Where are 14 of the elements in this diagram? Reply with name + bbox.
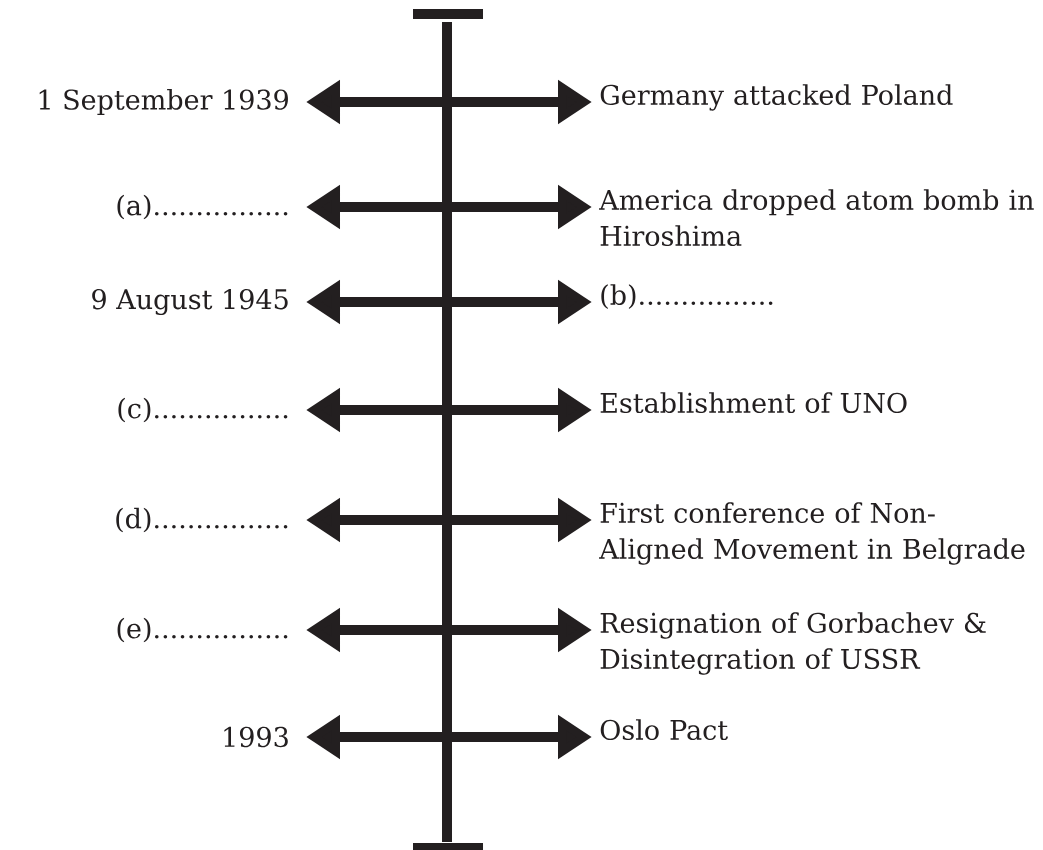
- event-label: Germany attacked Poland: [600, 84, 953, 111]
- date-label: (d)................: [116, 507, 288, 533]
- event-label: First conference of Non-Aligned Movement in Belgrade: [599, 502, 1025, 565]
- date-label: (a)................: [117, 194, 288, 220]
- event-label: (b)................: [601, 284, 773, 309]
- event-label: Resignation of Gorbachev & Disintegration of USSR: [600, 612, 986, 675]
- date-label: (c)................: [118, 397, 288, 423]
- event-label: Establishment of UNO: [600, 392, 907, 414]
- date-label: (e)................: [117, 617, 288, 643]
- event-label: Oslo Pact: [600, 719, 728, 741]
- date-label: 1 September 1939: [39, 88, 288, 116]
- date-label: 1993: [224, 726, 288, 748]
- date-label: 9 August 1945: [92, 288, 288, 315]
- event-label: America dropped atom bomb in Hiroshima: [599, 189, 1034, 247]
